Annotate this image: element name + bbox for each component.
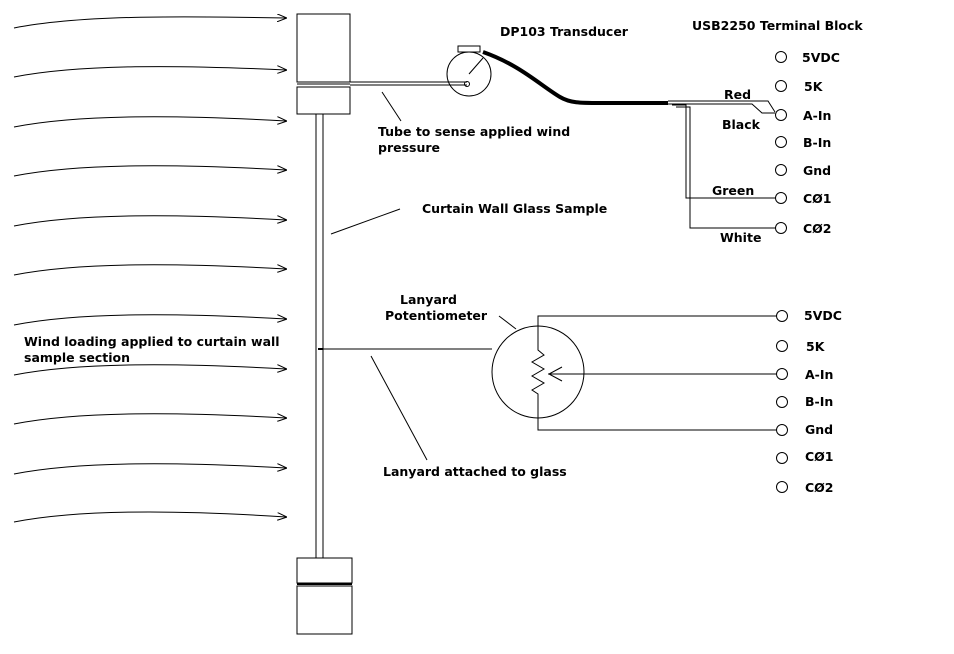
pot-label-line1: Lanyard: [400, 292, 457, 307]
terminal-label: CØ1: [803, 191, 832, 206]
transducer-label: DP103 Transducer: [500, 24, 629, 39]
terminal-label: CØ1: [805, 449, 834, 464]
wind-arrow: [13, 215, 286, 227]
terminal-label: Gnd: [803, 163, 831, 178]
terminal-circle: [775, 222, 787, 234]
wire-label-white: White: [720, 230, 761, 245]
wind-arrow: [13, 17, 286, 29]
top-clamp-upper: [296, 13, 351, 83]
white-wire: [676, 106, 775, 229]
terminal-circle: [776, 340, 788, 352]
terminal-circle: [775, 136, 787, 148]
terminal-label: CØ2: [803, 221, 832, 236]
wind-arrows: [13, 17, 286, 523]
leader-lines: [330, 91, 517, 461]
terminal-circle: [776, 424, 788, 436]
glass-leader: [330, 208, 401, 235]
terminal-circle: [775, 192, 787, 204]
terminal-block-label: USB2250 Terminal Block: [692, 18, 863, 33]
terminal-label: A-In: [803, 108, 831, 123]
potentiometer-wire-gnd: [537, 398, 776, 431]
potentiometer-wire-5vdc: [537, 315, 776, 347]
tube-label-line2: pressure: [378, 140, 440, 155]
wind-arrow: [13, 511, 286, 523]
terminal-circle: [776, 481, 788, 493]
bottom-clamp-upper: [296, 557, 353, 584]
wind-label-line1: Wind loading applied to curtain wall: [24, 334, 280, 349]
tube-label-line1: Tube to sense applied wind: [378, 124, 570, 139]
wind-arrow: [13, 413, 286, 425]
terminal-label: 5K: [804, 79, 824, 94]
terminal-label: 5VDC: [804, 308, 842, 323]
terminal-circle: [775, 51, 787, 63]
sense-tube: [350, 81, 467, 86]
terminal-circle: [775, 109, 787, 121]
wind-arrow: [13, 116, 286, 128]
terminal-label: B-In: [805, 394, 833, 409]
glass-sample-label: Curtain Wall Glass Sample: [422, 201, 607, 216]
transducer-port: [457, 45, 481, 53]
terminal-circle: [775, 164, 787, 176]
lanyard-attached-label: Lanyard attached to glass: [383, 464, 567, 479]
terminal-circle: [776, 310, 788, 322]
pot-label-line2: Potentiometer: [385, 308, 488, 323]
terminal-label: A-In: [805, 367, 833, 382]
black-wire: [668, 103, 775, 114]
wind-arrow: [13, 264, 286, 276]
pot-leader: [498, 315, 517, 330]
wind-arrow: [13, 314, 286, 326]
curtain-wall-glass-sample: [296, 13, 353, 635]
bottom-clamp-lower: [296, 585, 353, 635]
terminal-circle: [775, 80, 787, 92]
top-clamp-lower: [296, 86, 351, 115]
wind-label-line2: sample section: [24, 350, 130, 365]
terminal-block-bottom: [776, 310, 788, 493]
terminal-label: Gnd: [805, 422, 833, 437]
terminal-circle: [776, 452, 788, 464]
wire-label-green: Green: [712, 183, 754, 198]
resistor-zigzag-icon: [531, 347, 545, 398]
wind-arrow: [13, 165, 286, 177]
tube-leader: [381, 91, 402, 122]
terminal-block-top: [775, 51, 787, 234]
terminal-label: 5VDC: [802, 50, 840, 65]
wind-arrow: [13, 67, 286, 78]
terminal-label: 5K: [806, 339, 826, 354]
red-wire: [668, 100, 776, 113]
transducer-cable: [482, 50, 668, 105]
terminal-circle: [776, 368, 788, 380]
terminal-label: B-In: [803, 135, 831, 150]
lanyard-potentiometer: [491, 315, 776, 431]
wind-arrow: [13, 364, 286, 376]
wiper-arrow-icon: [547, 366, 563, 382]
wire-label-black: Black: [722, 117, 761, 132]
transducer-wires: [668, 100, 776, 229]
lanyard-leader: [370, 355, 428, 461]
terminal-circle: [776, 396, 788, 408]
terminal-label: CØ2: [805, 480, 834, 495]
green-wire: [672, 104, 775, 199]
wind-arrow: [13, 463, 286, 475]
wire-label-red: Red: [724, 87, 751, 102]
